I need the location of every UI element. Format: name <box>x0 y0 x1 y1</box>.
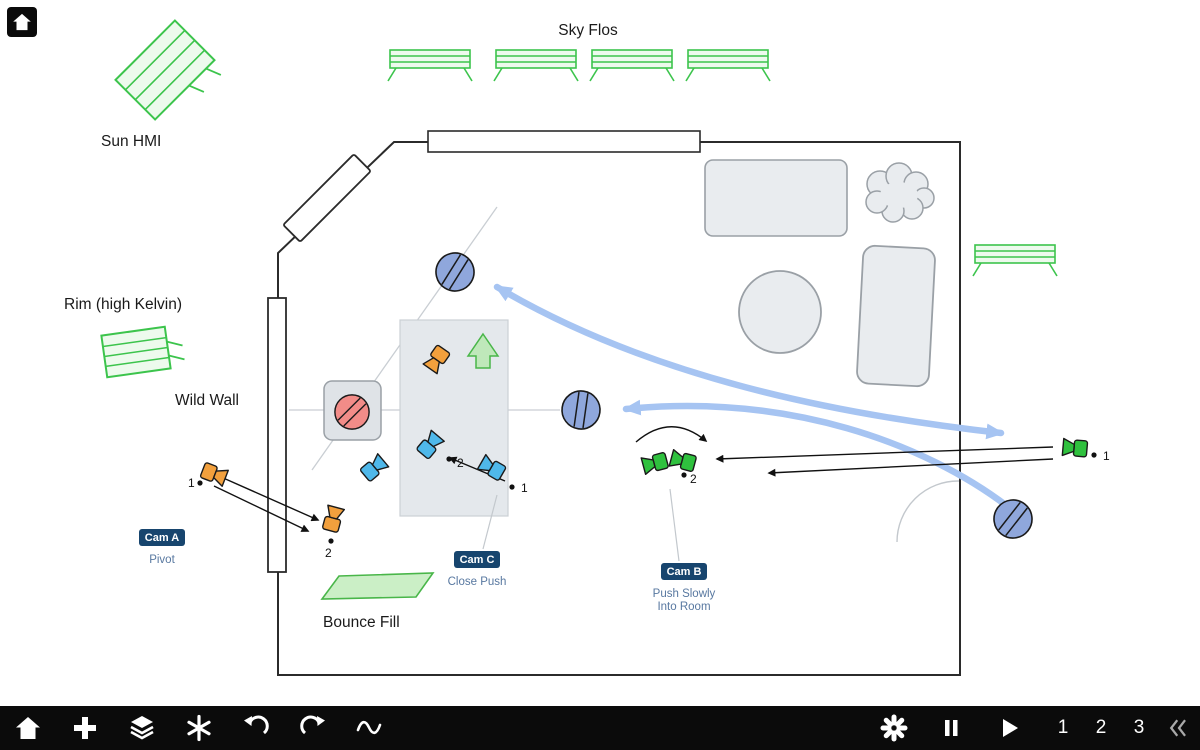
furniture-sofa[interactable] <box>856 244 936 388</box>
layers-icon <box>130 716 154 740</box>
cam-b-position-1[interactable] <box>1061 437 1089 459</box>
character-path-enter[interactable] <box>622 399 1011 510</box>
cam-c-label[interactable]: Cam C Close Push <box>448 551 507 588</box>
furniture-round-table[interactable] <box>738 270 822 354</box>
furniture-plant[interactable] <box>865 162 935 223</box>
cam-a-move-arrow-2[interactable] <box>213 485 310 532</box>
label-bounce-fill[interactable]: Bounce Fill <box>323 614 400 631</box>
bounce-fill-board[interactable] <box>320 572 435 600</box>
side-flo-right[interactable] <box>972 244 1058 277</box>
cam-b-pos2-number: 2 <box>690 472 697 486</box>
pause-icon <box>945 720 958 736</box>
wave-icon <box>356 720 382 735</box>
cam-b-move-arrow-1[interactable] <box>715 446 1054 463</box>
plus-icon <box>74 717 96 739</box>
cam-a-move-arrow-1[interactable] <box>220 476 320 522</box>
svg-text:Cam C: Cam C <box>460 554 495 566</box>
label-rim[interactable]: Rim (high Kelvin) <box>64 296 182 313</box>
cam-a-pos1-number: 1 <box>188 476 195 490</box>
freeze-button[interactable] <box>177 706 221 750</box>
cam-a-position-1[interactable] <box>199 461 229 487</box>
double-chevron-left-icon <box>1169 719 1186 737</box>
cam-c-pos2-dot <box>446 456 452 462</box>
cam-a-pos1-dot <box>197 480 203 486</box>
collapse-toolbar-button[interactable] <box>1158 706 1200 750</box>
toolbar-right-group: 1 2 3 <box>872 706 1200 750</box>
cam-b-label[interactable]: Cam B Push Slowly Into Room <box>653 563 716 613</box>
play-button[interactable] <box>986 706 1030 750</box>
sky-flo-3[interactable] <box>589 49 675 82</box>
cam-c-leader-line <box>482 494 498 550</box>
flower-icon <box>880 714 908 742</box>
sky-flo-2[interactable] <box>493 49 579 82</box>
label-sky-flos[interactable]: Sky Flos <box>558 22 618 39</box>
asterisk-icon <box>187 714 211 742</box>
cam-b-leader-line <box>669 488 680 562</box>
character-path-long[interactable] <box>493 283 1005 440</box>
rim-light[interactable] <box>100 325 185 379</box>
redo-icon <box>300 715 325 735</box>
door-swing-arc <box>896 480 960 543</box>
cam-a-pos2-number: 2 <box>325 546 332 560</box>
pause-button[interactable] <box>929 706 973 750</box>
cam-c-pos1-dot <box>509 484 515 490</box>
cam-c-pos1-number: 1 <box>521 481 528 495</box>
cam-c-pos2-number: 2 <box>457 456 464 470</box>
svg-text:Push Slowly: Push Slowly <box>653 588 716 600</box>
mini-home-button[interactable] <box>7 7 37 37</box>
home-icon <box>16 717 40 739</box>
cam-b-move-arrow-2[interactable] <box>767 458 1054 477</box>
svg-text:Into Room: Into Room <box>657 601 710 613</box>
svg-text:Cam B: Cam B <box>667 566 702 578</box>
sky-flo-4[interactable] <box>685 49 771 82</box>
home-button[interactable] <box>6 706 50 750</box>
motion-path-button[interactable] <box>348 706 392 750</box>
page-3-button[interactable]: 3 <box>1133 717 1145 738</box>
furniture-cabinet[interactable] <box>704 159 848 237</box>
stage-area[interactable]: 1 2 1 2 2 1 Cam A Pivot Cam C Close Push <box>0 0 1200 706</box>
angled-flag[interactable] <box>283 154 371 242</box>
redo-button[interactable] <box>291 706 335 750</box>
cam-a-label[interactable]: Cam A Pivot <box>139 529 185 566</box>
wild-wall[interactable] <box>267 297 287 573</box>
layers-button[interactable] <box>120 706 164 750</box>
cam-b-pos1-number: 1 <box>1103 449 1110 463</box>
toolbar-left-group <box>6 706 392 750</box>
svg-text:Cam A: Cam A <box>145 532 179 544</box>
label-sun-hmi[interactable]: Sun HMI <box>101 133 161 150</box>
top-door[interactable] <box>427 130 701 153</box>
svg-text:Close Push: Close Push <box>448 576 507 588</box>
undo-button[interactable] <box>234 706 278 750</box>
play-icon <box>1003 719 1018 737</box>
sun-hmi-light[interactable] <box>114 19 226 131</box>
cam-a-pos2-dot <box>328 538 334 544</box>
sky-flo-1[interactable] <box>387 49 473 82</box>
cam-b-pos2-dot <box>681 472 687 478</box>
page-2-button[interactable]: 2 <box>1095 717 1107 738</box>
diagram-canvas[interactable]: 1 2 1 2 2 1 Cam A Pivot Cam C Close Push <box>0 0 1200 706</box>
undo-icon <box>244 715 269 735</box>
add-button[interactable] <box>63 706 107 750</box>
page-1-button[interactable]: 1 <box>1057 717 1069 738</box>
svg-text:Pivot: Pivot <box>149 554 175 566</box>
cam-b-pos1-dot <box>1091 452 1097 458</box>
bottom-toolbar: 1 2 3 <box>0 706 1200 750</box>
home-icon <box>13 13 31 31</box>
character-settings-button[interactable] <box>872 706 916 750</box>
label-wild-wall[interactable]: Wild Wall <box>175 392 239 409</box>
cam-b-pan-arc[interactable] <box>635 426 708 443</box>
